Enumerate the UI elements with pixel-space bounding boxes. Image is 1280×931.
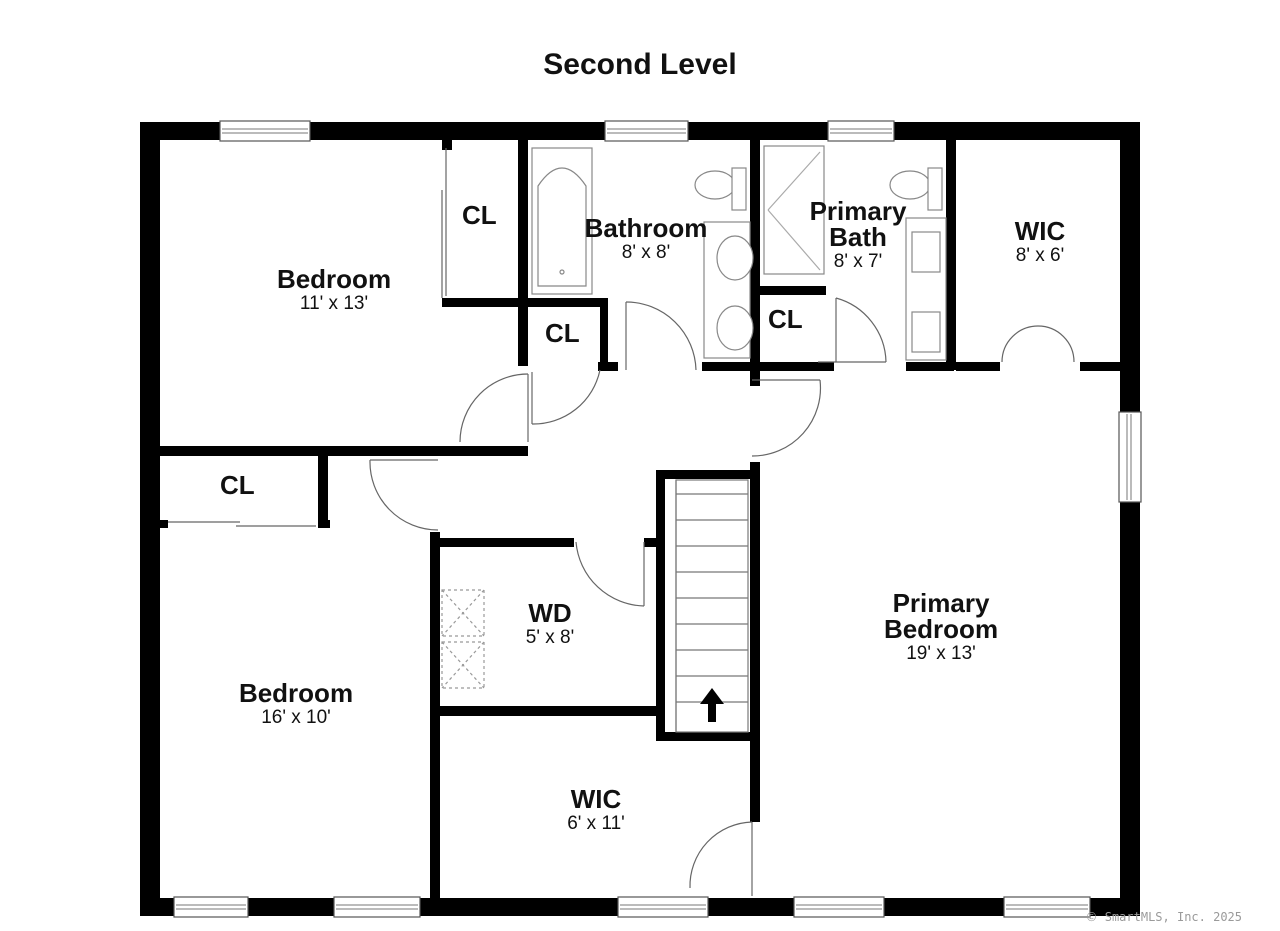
closet-label: CL: [220, 470, 255, 500]
room-wd: WD 5' x 8': [525, 598, 575, 648]
windows: [173, 120, 1142, 918]
plan-title: Second Level: [543, 48, 737, 81]
fixtures: [531, 145, 947, 361]
room-wic-ne: WIC 8' x 6': [1014, 216, 1066, 266]
closet-label: CL: [545, 318, 580, 348]
stair-up-arrow-icon: [700, 688, 724, 722]
room-bathroom: Bathroom 8' x 8': [584, 213, 708, 263]
washer-dryer: [441, 589, 485, 689]
room-bedroom-sw: Bedroom 16' x 10': [238, 678, 354, 728]
interior-walls: [160, 140, 1120, 898]
closet-label: CL: [462, 200, 497, 230]
room-primary-bedroom: Primary Bedroom 19' x 13': [883, 588, 999, 664]
copyright-icon: ©: [1085, 910, 1098, 924]
window-sills: [176, 128, 1132, 910]
doors: [168, 148, 1075, 896]
room-primary-bath: Primary Bath 8' x 7': [809, 196, 907, 272]
room-bedroom-nw: Bedroom 11' x 13': [276, 264, 392, 314]
room-wic-s: WIC 6' x 11': [567, 784, 625, 834]
closet-label: CL: [768, 304, 803, 334]
copyright-credit: © SmartMLS, Inc. 2025: [1085, 910, 1242, 924]
